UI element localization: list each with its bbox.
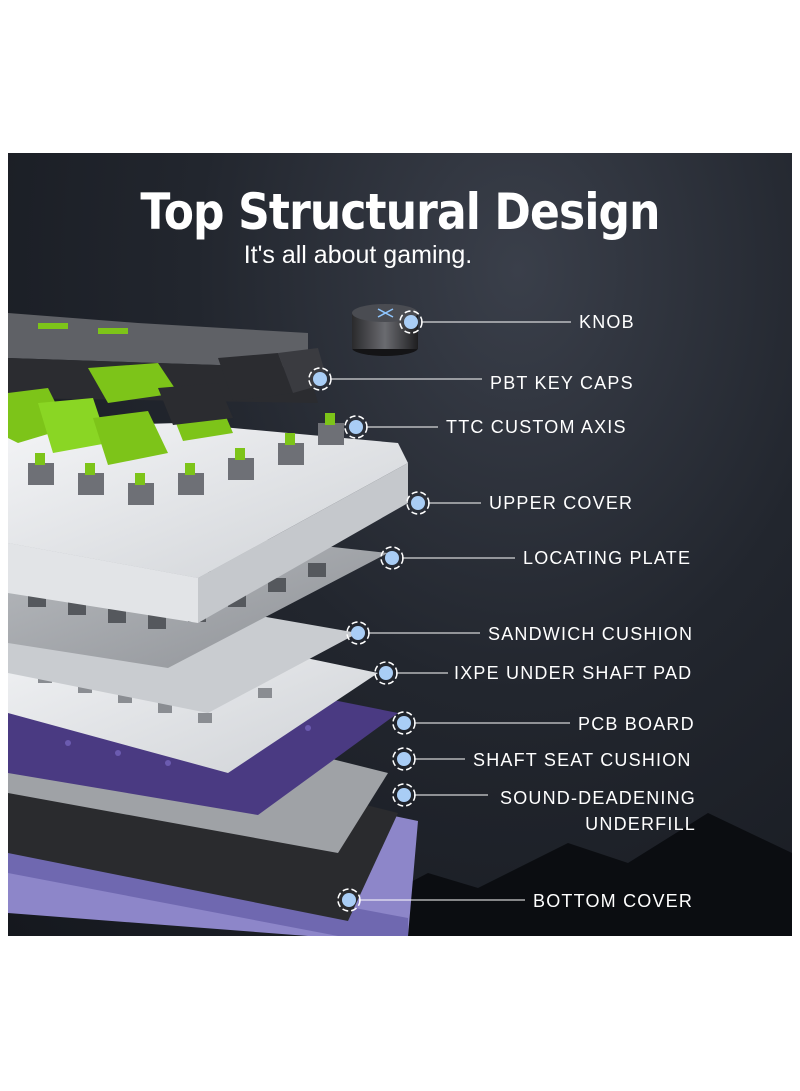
label-knob: KNOB	[579, 312, 635, 332]
label-upper-cover: UPPER COVER	[489, 493, 634, 513]
callout-dot-pbt-key-caps	[313, 372, 327, 386]
callout-ring-pcb-board	[392, 711, 416, 735]
label-ixpe-under-shaft-pad: IXPE UNDER SHAFT PAD	[454, 663, 693, 683]
callout-dot-ttc-custom-axis	[349, 420, 363, 434]
callout-dot-upper-cover	[411, 496, 425, 510]
callout-dot-bottom-cover	[342, 893, 356, 907]
upper-cover-front	[8, 543, 198, 623]
callout-dot-sandwich-cushion	[351, 626, 365, 640]
callout-ring-sound-deadening-underfill	[392, 783, 416, 807]
callout-ring-upper-cover	[406, 491, 430, 515]
label-bottom-cover: BOTTOM COVER	[533, 891, 694, 911]
product-panel: Top Structural Design It's all about gam…	[8, 153, 792, 936]
callout-ring-knob	[399, 310, 423, 334]
keyboard-exploded-illustration	[8, 304, 792, 936]
label-pcb-board: PCB BOARD	[578, 714, 695, 734]
label-ttc-custom-axis: TTC CUSTOM AXIS	[446, 417, 627, 437]
callout-dot-knob	[404, 315, 418, 329]
label-shaft-seat-cushion: SHAFT SEAT CUSHION	[473, 750, 692, 770]
callout-ring-shaft-seat-cushion	[392, 747, 416, 771]
label-sound-deadening: SOUND-DEADENING	[499, 788, 696, 808]
callout-dot-sound-deadening-underfill	[397, 788, 411, 802]
label-sandwich-cushion: SANDWICH CUSHION	[488, 624, 694, 644]
page-title: Top Structural Design	[140, 183, 660, 241]
page-subtitle: It's all about gaming.	[243, 241, 473, 269]
callout-ring-ixpe-under-shaft-pad	[374, 661, 398, 685]
callout-ring-ttc-custom-axis	[344, 415, 368, 439]
callout-ring-locating-plate	[380, 546, 404, 570]
callout-dot-locating-plate	[385, 551, 399, 565]
label-pbt-key-caps: PBT KEY CAPS	[490, 373, 634, 393]
mountain-silhouette	[308, 813, 792, 936]
callout-ring-pbt-key-caps	[308, 367, 332, 391]
label-underfill: UNDERFILL	[585, 814, 696, 834]
keycaps-group	[8, 313, 328, 465]
upper-cover-side	[198, 463, 408, 623]
switch-row	[28, 413, 344, 505]
callout-ring-bottom-cover	[337, 888, 361, 912]
label-locating-plate: LOCATING PLATE	[523, 548, 692, 568]
callout-dot-ixpe-under-shaft-pad	[379, 666, 393, 680]
callout-dot-shaft-seat-cushion	[397, 752, 411, 766]
callout-dot-pcb-board	[397, 716, 411, 730]
callout-ring-sandwich-cushion	[346, 621, 370, 645]
